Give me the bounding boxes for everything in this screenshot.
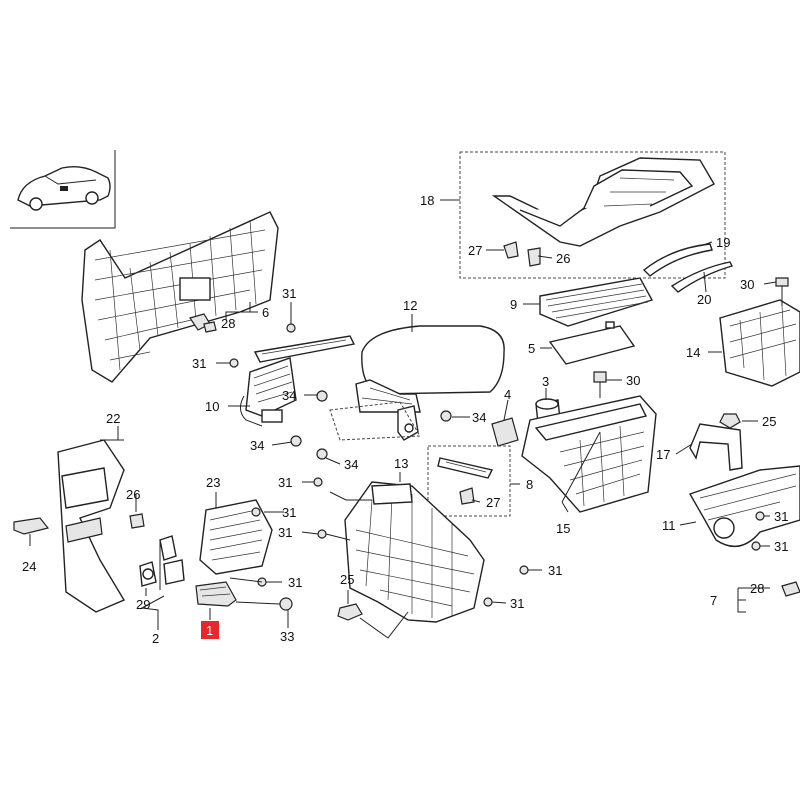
part-20-strip — [670, 261, 734, 293]
part-13-support-frame — [344, 481, 485, 623]
callout-30-b: 30 — [740, 277, 754, 292]
callout-31-f: 31 — [278, 525, 292, 540]
part-27-clip-lower — [459, 487, 475, 505]
callout-34-d: 34 — [472, 410, 486, 425]
callout-28-a: 28 — [221, 316, 235, 331]
callout-27-a: 27 — [468, 243, 482, 258]
callout-27-b: 27 — [486, 495, 500, 510]
part-30-bolt-right — [775, 277, 789, 306]
callout-14: 14 — [686, 345, 700, 360]
part-10-trim-strip — [240, 335, 356, 427]
callout-31-c: 31 — [774, 509, 788, 524]
callout-20: 20 — [697, 292, 711, 307]
callout-19: 19 — [716, 235, 730, 250]
vehicle-locator-inset — [10, 150, 116, 229]
callout-34-a: 34 — [282, 388, 296, 403]
callout-7: 7 — [710, 593, 717, 608]
part-5-mat — [548, 321, 636, 365]
callout-3: 3 — [542, 374, 549, 389]
callout-4: 4 — [504, 387, 511, 402]
callout-31-b: 31 — [192, 356, 206, 371]
part-26-clip-lower — [129, 513, 145, 529]
callout-26-a: 26 — [556, 251, 570, 266]
callout-1-highlight: 1 — [201, 621, 219, 639]
part-27-clip-upper — [503, 241, 519, 259]
part-25-nut-right — [719, 413, 741, 429]
part-4-socket — [491, 417, 519, 447]
part-33-screw — [235, 597, 293, 611]
part-26-clip-upper — [527, 247, 541, 267]
callout-13: 13 — [394, 456, 408, 471]
part-29-bracket — [139, 561, 157, 587]
part-8-trim-strip — [427, 445, 511, 517]
callout-11: 11 — [662, 518, 676, 533]
callout-25-a: 25 — [762, 414, 776, 429]
callout-1: 1 — [206, 623, 213, 638]
part-18-console-panel — [459, 151, 726, 279]
callout-26-b: 26 — [126, 487, 140, 502]
callout-31-h: 31 — [510, 596, 524, 611]
callout-12: 12 — [403, 298, 417, 313]
callout-31-e: 31 — [278, 475, 292, 490]
callout-28-b: 28 — [750, 581, 764, 596]
part-25-nut-center — [337, 603, 363, 621]
part-19-handle — [642, 243, 713, 277]
part-6-side-panel — [81, 211, 279, 383]
callout-31-d: 31 — [774, 539, 788, 554]
callout-34-c: 34 — [344, 457, 358, 472]
callout-2: 2 — [152, 631, 159, 646]
part-24-clip — [13, 517, 50, 535]
callout-31-g: 31 — [548, 563, 562, 578]
part-1-port-unit — [195, 581, 237, 607]
part-11-rear-trim — [688, 465, 800, 548]
callout-33: 33 — [280, 629, 294, 644]
callout-29: 29 — [136, 597, 150, 612]
part-12-armrest-lid — [329, 325, 505, 441]
part-22-rear-panel — [57, 439, 126, 613]
callout-31-i: 31 — [282, 505, 296, 520]
callout-5: 5 — [528, 341, 535, 356]
part-28-clip-left — [189, 313, 217, 333]
leader-lines — [29, 199, 777, 639]
part-14-bracket — [719, 299, 800, 387]
callout-24: 24 — [22, 559, 36, 574]
callout-25-b: 25 — [340, 572, 354, 587]
callout-23: 23 — [206, 475, 220, 490]
part-17-bracket — [689, 423, 743, 471]
callout-10: 10 — [205, 399, 219, 414]
callout-31-a: 31 — [282, 286, 296, 301]
part-9-tray-mat — [539, 277, 654, 327]
callout-9: 9 — [510, 297, 517, 312]
part-30-bolt-center — [593, 371, 607, 398]
callout-15: 15 — [556, 521, 570, 536]
part-15-storage-box — [521, 395, 657, 513]
callout-6: 6 — [262, 305, 269, 320]
screw-markers — [229, 323, 800, 607]
callout-30-a: 30 — [626, 373, 640, 388]
part-23-rear-vent — [199, 499, 273, 575]
callout-22: 22 — [106, 411, 120, 426]
callout-labels: 31 28 6 31 10 12 34 34 34 34 4 3 30 9 5 … — [22, 193, 788, 646]
callout-18: 18 — [420, 193, 434, 208]
callout-31-j: 31 — [288, 575, 302, 590]
highlight-box — [201, 621, 219, 639]
callout-34-b: 34 — [250, 438, 264, 453]
callout-17: 17 — [656, 447, 670, 462]
part-2-bracket-assembly — [159, 535, 185, 590]
callout-8: 8 — [526, 477, 533, 492]
